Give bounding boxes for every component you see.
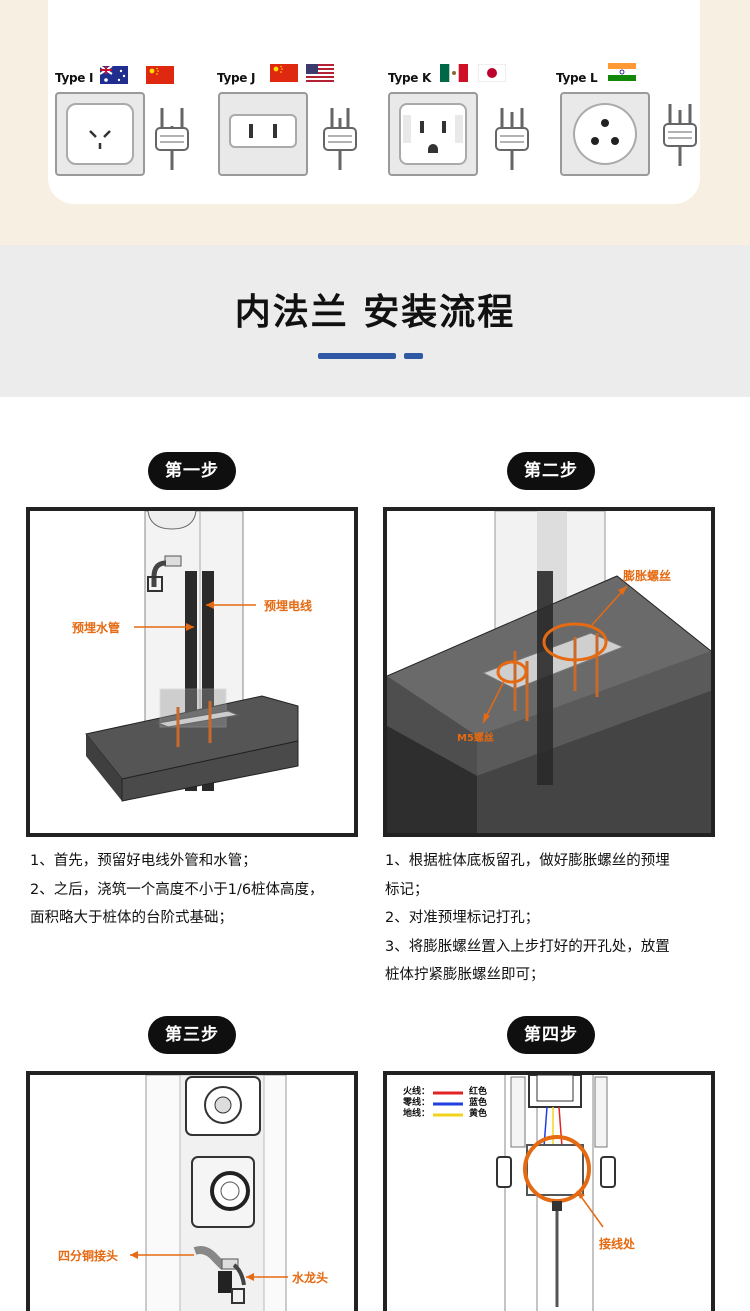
section-header-band: [0, 245, 750, 397]
mexico-flag-icon: [440, 64, 468, 82]
step1-illustration: 预埋电线 预埋水管: [26, 507, 358, 837]
australia-flag-icon: [100, 66, 128, 84]
description-line: 1、根据桩体底板留孔，做好膨胀螺丝的预埋: [385, 853, 670, 869]
socket-face: [229, 114, 297, 148]
callout-label: 膨胀螺丝: [623, 569, 672, 583]
wire-legend: 火线： 零线： 地线：: [403, 1087, 430, 1120]
step1-description: 1、首先，预留好电线外管和水管； 2、之后，浇筑一个高度不小于1/6桩体高度， …: [30, 847, 360, 933]
plug-icon: [663, 104, 697, 166]
type-i-socket: [55, 92, 145, 176]
type-l-socket: [560, 92, 650, 176]
title-accent-dot: [404, 353, 423, 359]
description-line: 面积略大于桩体的台阶式基础；: [30, 910, 233, 926]
india-flag-icon: [608, 63, 636, 81]
socket-face: [66, 103, 134, 165]
plug-icon: [495, 108, 529, 170]
plug-type-label: Type K: [388, 71, 431, 85]
title-accent-bar: [318, 353, 396, 359]
plug-type-label: Type J: [217, 71, 256, 85]
plug-types-area: Type I Type J Type K: [0, 0, 750, 245]
china-flag-icon: [146, 66, 174, 84]
step-pill: 第二步: [507, 452, 595, 490]
description-line: 标记；: [385, 881, 429, 898]
plug-type-label: Type L: [556, 71, 598, 85]
callout-label: 接线处: [599, 1237, 636, 1251]
section-title: 内法兰 安装流程: [234, 292, 516, 333]
step-pill: 第三步: [148, 1016, 236, 1054]
callout-label: 水龙头: [292, 1271, 329, 1285]
callout-label: 预埋电线: [264, 599, 313, 613]
step-pill: 第四步: [507, 1016, 595, 1054]
step4-illustration: 火线： 零线： 地线： 红色 蓝色 黄色 接线处: [383, 1071, 715, 1311]
description-line: 1、首先，预留好电线外管和水管；: [30, 853, 257, 869]
description-line: 桩体拧紧膨胀螺丝即可；: [385, 967, 545, 983]
usa-flag-icon: [306, 64, 334, 82]
type-k-socket: [388, 92, 478, 176]
socket-face: [573, 103, 637, 165]
step2-description: 1、根据桩体底板留孔，做好膨胀螺丝的预埋 标记； 2、对准预埋标记打孔； 3、将…: [385, 847, 725, 990]
wire-name: 火线：: [403, 1087, 431, 1097]
wire-color-legend: 红色 蓝色 黄色: [469, 1087, 487, 1120]
plug-icon: [155, 108, 189, 170]
plug-type-label: Type I: [55, 71, 94, 85]
description-line: 2、对准预埋标记打孔；: [385, 910, 540, 926]
description-line: 3、将膨胀螺丝置入上步打好的开孔处，放置: [385, 938, 670, 955]
type-j-socket: [218, 92, 308, 176]
callout-label: 四分铜接头: [58, 1249, 119, 1263]
callout-label: 预埋水管: [72, 621, 121, 635]
callout-label: M5螺丝: [457, 733, 494, 744]
china-flag-icon: [270, 64, 298, 82]
socket-face: [399, 103, 467, 165]
wire-color-name: 黄色: [469, 1109, 488, 1119]
wire-color-name: 红色: [469, 1087, 488, 1097]
wire-color-name: 蓝色: [469, 1098, 488, 1108]
step3-illustration: 四分铜接头 水龙头: [26, 1071, 358, 1311]
step-pill: 第一步: [148, 452, 236, 490]
step2-illustration: 膨胀螺丝 M5螺丝: [383, 507, 715, 837]
description-line: 2、之后，浇筑一个高度不小于1/6桩体高度，: [30, 881, 324, 898]
japan-flag-icon: [478, 64, 506, 82]
wire-name: 地线：: [403, 1109, 431, 1119]
plug-icon: [323, 108, 357, 170]
wire-name: 零线：: [403, 1098, 431, 1108]
